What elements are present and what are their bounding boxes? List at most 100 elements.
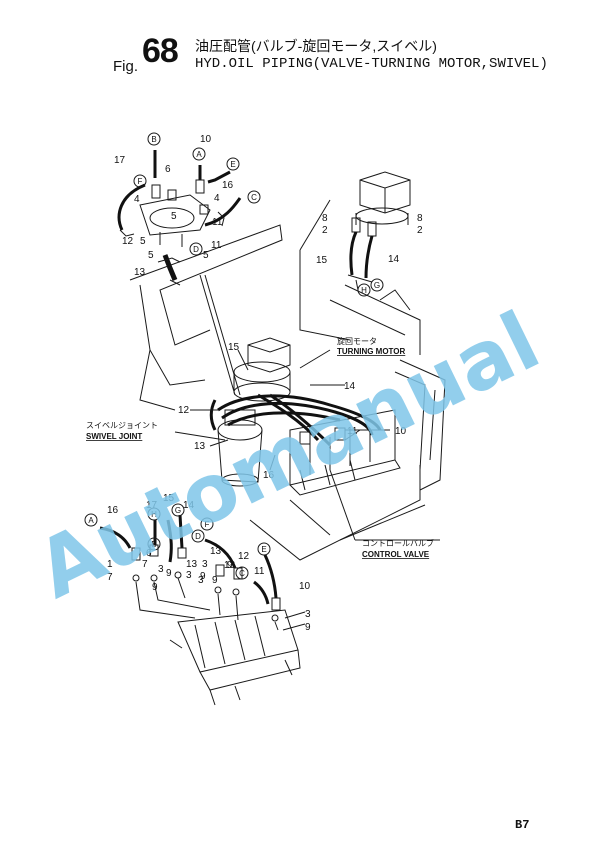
part-label: 10	[200, 134, 212, 145]
part-label: 13	[194, 441, 206, 452]
circle-c-bottom-label: C	[239, 569, 245, 578]
circle-g-top-label: G	[374, 281, 380, 290]
part-label: 11	[212, 217, 223, 228]
part-label: 4	[134, 194, 140, 205]
part-label: 5	[171, 211, 177, 222]
circle-h-top	[357, 283, 371, 297]
part-label: 2	[417, 225, 423, 236]
part-label: 13	[210, 546, 222, 557]
circle-h-bottom	[147, 507, 161, 521]
part-label: 10	[299, 581, 311, 592]
part-label: 13	[224, 560, 236, 571]
part-label: 3	[305, 609, 311, 620]
part-label: 5	[148, 250, 154, 261]
part-label: 5	[203, 250, 209, 261]
callouts: 旋回モータ TURNING MOTOR スイベルジョイント SWIVEL JOI…	[86, 336, 434, 559]
part-number-labels: 10 17 6 16 4 4 5 11 12 5 5 11 5 13 8 2 8…	[107, 134, 423, 633]
fig-number: 68	[142, 32, 179, 70]
circle-e-top-label: E	[230, 160, 235, 169]
turning-motor-label-en: TURNING MOTOR	[337, 347, 406, 356]
control-valve-label-en: CONTROL VALVE	[362, 550, 430, 559]
circle-a-bottom	[84, 513, 98, 527]
part-label: 11	[347, 426, 358, 437]
part-label: 16	[263, 470, 275, 481]
circle-f-bottom	[200, 517, 214, 531]
circle-e-bottom	[257, 542, 271, 556]
part-label: 16	[222, 180, 234, 191]
part-label: 3	[202, 559, 208, 570]
part-label: 10	[395, 426, 407, 437]
circle-f-top-label: F	[138, 177, 143, 186]
part-label: 3	[158, 564, 164, 575]
circle-a-top-label: A	[196, 150, 202, 159]
part-label: 9	[305, 622, 311, 633]
circle-d-bottom	[191, 529, 205, 543]
part-label: 15	[163, 493, 175, 504]
circle-b-bottom	[147, 537, 161, 551]
detail-upper-left	[117, 150, 242, 286]
detail-upper-right	[347, 171, 411, 291]
part-label: 14	[344, 381, 356, 392]
part-label: 5	[140, 236, 146, 247]
part-label: 12	[238, 551, 250, 562]
turning-motor-label-jp: 旋回モータ	[337, 336, 377, 346]
part-label: 8	[417, 213, 423, 224]
main-assembly	[174, 337, 440, 541]
circle-e-top	[226, 157, 240, 171]
part-label: 6	[146, 548, 152, 559]
part-label: 14	[388, 254, 400, 265]
title-japanese: 油圧配管(バルブ-旋回モータ,スイベル)	[195, 38, 437, 54]
swivel-joint-label-en: SWIVEL JOINT	[86, 432, 142, 441]
part-label: 17	[146, 500, 158, 511]
title-english: HYD.OIL PIPING(VALVE-TURNING MOTOR,SWIVE…	[195, 56, 548, 72]
part-label: 17	[114, 155, 126, 166]
circle-h-top-label: H	[361, 286, 367, 295]
part-label: 15	[316, 255, 328, 266]
reference-circles: B A E F C D G H A H G F D E	[84, 132, 384, 580]
circle-g-bottom-label: G	[175, 506, 181, 515]
circle-a-bottom-label: A	[88, 516, 94, 525]
swivel-joint-label-jp: スイベルジョイント	[86, 421, 158, 430]
part-label: 13	[134, 267, 146, 278]
circle-d-top-label: D	[193, 245, 199, 254]
part-label: 9	[152, 582, 158, 593]
part-label: 16	[107, 505, 119, 516]
circle-d-bottom-label: D	[195, 532, 201, 541]
circle-b-top	[147, 132, 161, 146]
page-number: B7	[515, 818, 530, 832]
circle-f-bottom-label: F	[205, 520, 210, 529]
part-label: 3	[186, 570, 192, 581]
part-label: 9	[212, 575, 218, 586]
circle-a-top	[192, 147, 206, 161]
part-label: 3	[198, 575, 204, 586]
control-valve-label-jp: コントロールバルブ	[362, 538, 434, 548]
watermark-text: Automanual	[23, 294, 553, 616]
part-label: 14	[183, 500, 195, 511]
circle-e-bottom-label: E	[261, 545, 266, 554]
circle-g-top	[370, 278, 384, 292]
circle-f-top	[133, 174, 147, 188]
part-label: 7	[107, 572, 113, 583]
part-label: 15	[228, 342, 240, 353]
part-label: 9	[166, 568, 172, 579]
part-label: 11	[211, 240, 222, 251]
part-label: 2	[322, 225, 328, 236]
part-label: 13	[186, 559, 198, 570]
part-label: 9	[200, 571, 206, 582]
part-label: 8	[322, 213, 328, 224]
part-label: 7	[142, 559, 148, 570]
part-label: 6	[165, 164, 171, 175]
circle-g-bottom	[171, 503, 185, 517]
circle-h-bottom-label: H	[151, 510, 157, 519]
circle-c-top-label: C	[251, 193, 257, 202]
part-label: 1	[107, 559, 113, 570]
circle-b-top-label: B	[151, 135, 156, 144]
part-label: 11	[254, 566, 265, 577]
part-label: 12	[178, 405, 190, 416]
circle-c-top	[247, 190, 261, 204]
circle-d-top	[189, 242, 203, 256]
part-label: 12	[122, 236, 134, 247]
circle-c-bottom	[235, 566, 249, 580]
fig-label: Fig.	[113, 58, 139, 75]
